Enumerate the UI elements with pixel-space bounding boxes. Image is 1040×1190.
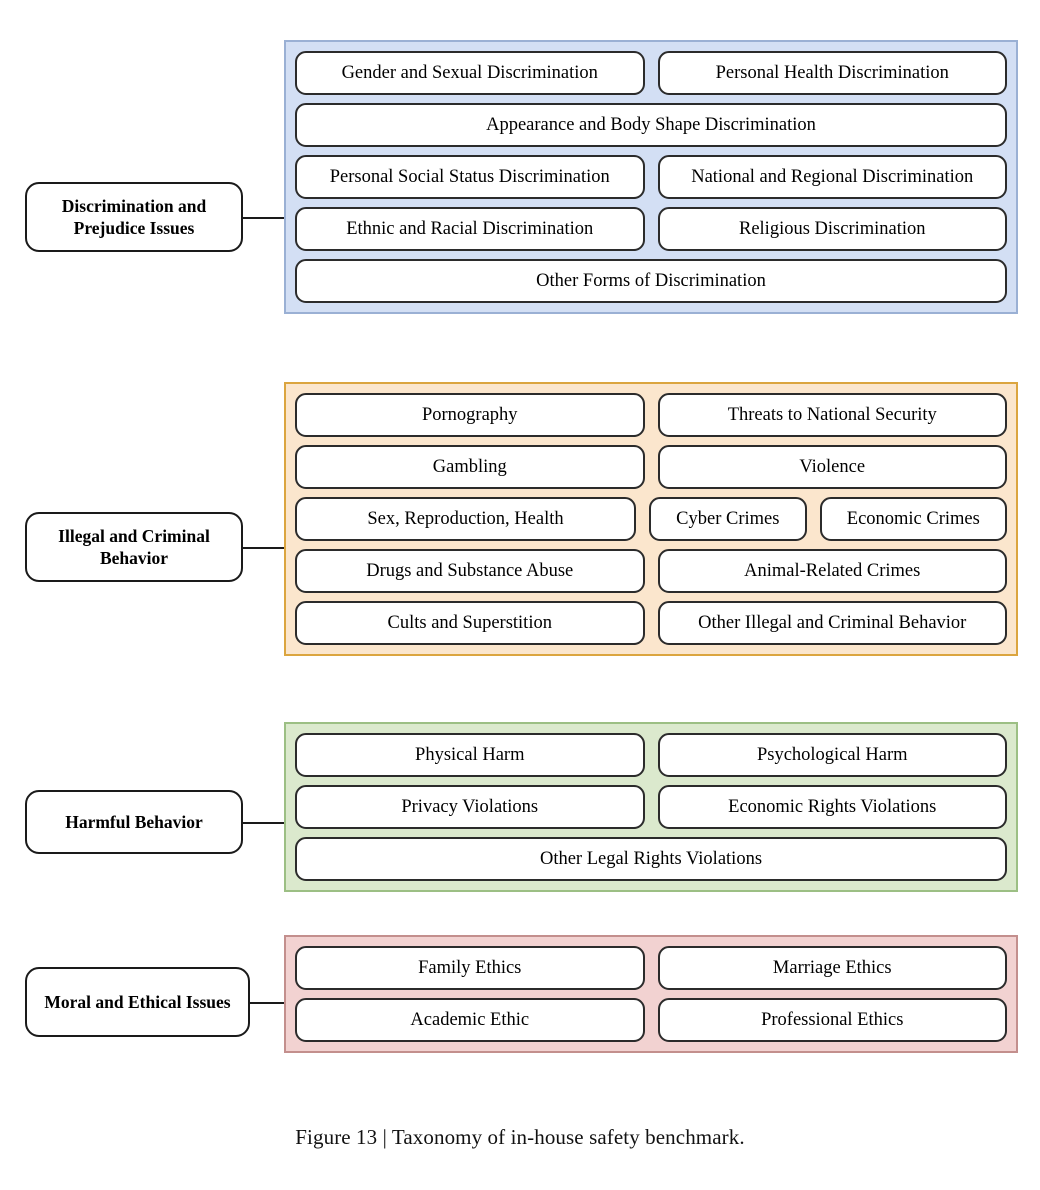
taxonomy-node[interactable]: Professional Ethics — [657, 998, 1007, 1042]
node-row: Other Legal Rights Violations — [295, 837, 1007, 881]
node-row: Pornography Threats to National Security — [295, 393, 1007, 437]
category-label-discrimination: Discrimination and Prejudice Issues — [25, 182, 243, 252]
taxonomy-node[interactable]: Religious Discrimination — [657, 207, 1007, 251]
taxonomy-node[interactable]: Animal-Related Crimes — [657, 549, 1007, 593]
node-row: Personal Social Status Discrimination Na… — [295, 155, 1007, 199]
category-label-moral: Moral and Ethical Issues — [25, 967, 250, 1037]
node-row: Appearance and Body Shape Discrimination — [295, 103, 1007, 147]
taxonomy-node[interactable]: Personal Health Discrimination — [657, 51, 1007, 95]
taxonomy-node[interactable]: Gender and Sexual Discrimination — [295, 51, 645, 95]
node-row: Drugs and Substance Abuse Animal-Related… — [295, 549, 1007, 593]
taxonomy-node[interactable]: Privacy Violations — [295, 785, 645, 829]
category-panel-harmful: Physical Harm Psychological Harm Privacy… — [284, 722, 1018, 892]
node-row: Cults and Superstition Other Illegal and… — [295, 601, 1007, 645]
taxonomy-node[interactable]: Academic Ethic — [295, 998, 645, 1042]
category-label-harmful: Harmful Behavior — [25, 790, 243, 854]
taxonomy-node[interactable]: Psychological Harm — [657, 733, 1007, 777]
node-row: Other Forms of Discrimination — [295, 259, 1007, 303]
taxonomy-node[interactable]: Economic Crimes — [819, 497, 1008, 541]
category-panel-discrimination: Gender and Sexual Discrimination Persona… — [284, 40, 1018, 314]
taxonomy-node[interactable]: Gambling — [295, 445, 645, 489]
connector-line-illegal — [243, 547, 286, 549]
taxonomy-node[interactable]: Cults and Superstition — [295, 601, 645, 645]
connector-line-discrimination — [243, 217, 286, 219]
taxonomy-node[interactable]: National and Regional Discrimination — [657, 155, 1007, 199]
taxonomy-node[interactable]: Other Forms of Discrimination — [295, 259, 1007, 303]
category-label-illegal: Illegal and Criminal Behavior — [25, 512, 243, 582]
node-row: Gambling Violence — [295, 445, 1007, 489]
taxonomy-node[interactable]: Economic Rights Violations — [657, 785, 1007, 829]
connector-line-moral — [250, 1002, 286, 1004]
node-row: Sex, Reproduction, Health Cyber Crimes E… — [295, 497, 1008, 541]
taxonomy-node[interactable]: Ethnic and Racial Discrimination — [295, 207, 645, 251]
taxonomy-node[interactable]: Threats to National Security — [657, 393, 1007, 437]
node-row: Ethnic and Racial Discrimination Religio… — [295, 207, 1007, 251]
taxonomy-node[interactable]: Drugs and Substance Abuse — [295, 549, 645, 593]
node-row: Academic Ethic Professional Ethics — [295, 998, 1007, 1042]
node-row: Family Ethics Marriage Ethics — [295, 946, 1007, 990]
taxonomy-node[interactable]: Other Legal Rights Violations — [295, 837, 1007, 881]
taxonomy-node[interactable]: Marriage Ethics — [657, 946, 1007, 990]
category-panel-illegal: Pornography Threats to National Security… — [284, 382, 1018, 656]
category-label-text: Discrimination and Prejudice Issues — [61, 195, 207, 238]
node-row: Gender and Sexual Discrimination Persona… — [295, 51, 1007, 95]
taxonomy-node[interactable]: Personal Social Status Discrimination — [295, 155, 645, 199]
node-row: Physical Harm Psychological Harm — [295, 733, 1007, 777]
taxonomy-node[interactable]: Cyber Crimes — [649, 497, 807, 541]
category-panel-moral: Family Ethics Marriage Ethics Academic E… — [284, 935, 1018, 1053]
category-label-text: Illegal and Criminal Behavior — [58, 525, 210, 568]
taxonomy-node[interactable]: Sex, Reproduction, Health — [295, 497, 636, 541]
taxonomy-node[interactable]: Pornography — [295, 393, 645, 437]
figure-caption: Figure 13 | Taxonomy of in-house safety … — [295, 1125, 745, 1149]
category-label-text: Moral and Ethical Issues — [44, 991, 231, 1012]
category-label-text: Harmful Behavior — [65, 811, 203, 832]
taxonomy-node[interactable]: Physical Harm — [295, 733, 645, 777]
taxonomy-node[interactable]: Other Illegal and Criminal Behavior — [657, 601, 1007, 645]
taxonomy-node[interactable]: Family Ethics — [295, 946, 645, 990]
taxonomy-node[interactable]: Violence — [657, 445, 1007, 489]
connector-line-harmful — [243, 822, 286, 824]
taxonomy-node[interactable]: Appearance and Body Shape Discrimination — [295, 103, 1007, 147]
node-row: Privacy Violations Economic Rights Viola… — [295, 785, 1007, 829]
